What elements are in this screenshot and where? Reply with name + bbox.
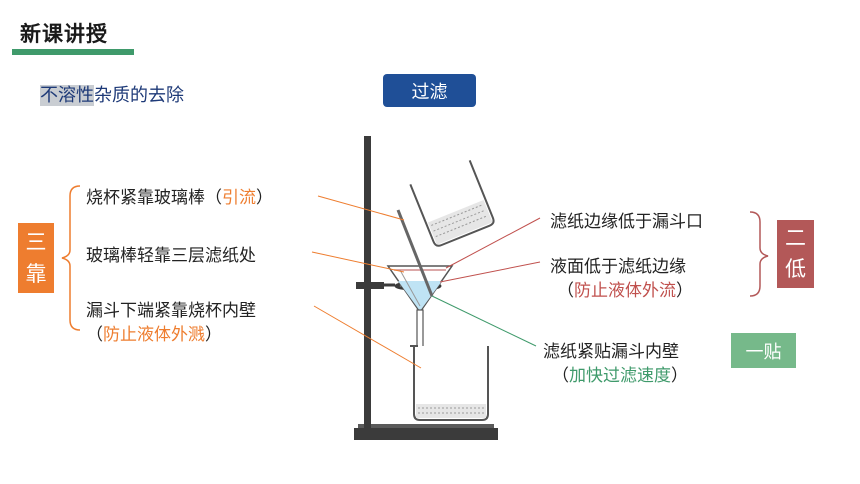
left-brace bbox=[61, 185, 81, 331]
right-item-2: 液面低于滤纸边缘 bbox=[550, 257, 686, 277]
pointer-green bbox=[431, 295, 537, 347]
subtitle: 不溶性杂质的去除 bbox=[40, 81, 184, 107]
stand-base bbox=[354, 428, 498, 440]
filtrate bbox=[416, 404, 486, 418]
page-title: 新课讲授 bbox=[20, 22, 108, 46]
left-item-3: 漏斗下端紧靠烧杯内壁 bbox=[86, 301, 256, 321]
pouring-beaker bbox=[409, 159, 495, 247]
bottom-right-item: 滤纸紧贴漏斗内壁 bbox=[543, 342, 679, 362]
receiving-beaker bbox=[413, 346, 489, 421]
left-item-1: 烧杯紧靠玻璃棒（引流） bbox=[86, 188, 273, 208]
pointer-left-1 bbox=[317, 195, 405, 221]
right-item-1: 滤纸边缘低于漏斗口 bbox=[550, 212, 703, 232]
clamp bbox=[356, 282, 384, 289]
subtitle-highlight: 不溶性 bbox=[40, 85, 94, 106]
two-low-label: 二低 bbox=[777, 220, 814, 288]
pointer-right-1 bbox=[445, 217, 541, 269]
pointer-left-2 bbox=[311, 251, 405, 273]
bottom-right-note: （加快过滤速度） bbox=[552, 366, 688, 386]
pointer-right-2 bbox=[439, 261, 541, 283]
filter-liquid bbox=[398, 281, 442, 311]
left-item-2: 玻璃棒轻靠三层滤纸处 bbox=[86, 246, 256, 266]
one-stick-label: 一贴 bbox=[731, 333, 796, 368]
subtitle-rest: 杂质的去除 bbox=[94, 85, 184, 106]
glass-rod bbox=[396, 209, 434, 297]
pointer-left-3 bbox=[313, 305, 422, 369]
filtration-badge: 过滤 bbox=[383, 74, 476, 107]
title-underline bbox=[12, 49, 134, 55]
right-item-2-note: （防止液体外流） bbox=[557, 281, 693, 301]
left-item-3-note: （防止液体外溅） bbox=[86, 325, 222, 345]
three-contacts-label: 三靠 bbox=[18, 223, 54, 293]
right-brace bbox=[749, 211, 769, 297]
